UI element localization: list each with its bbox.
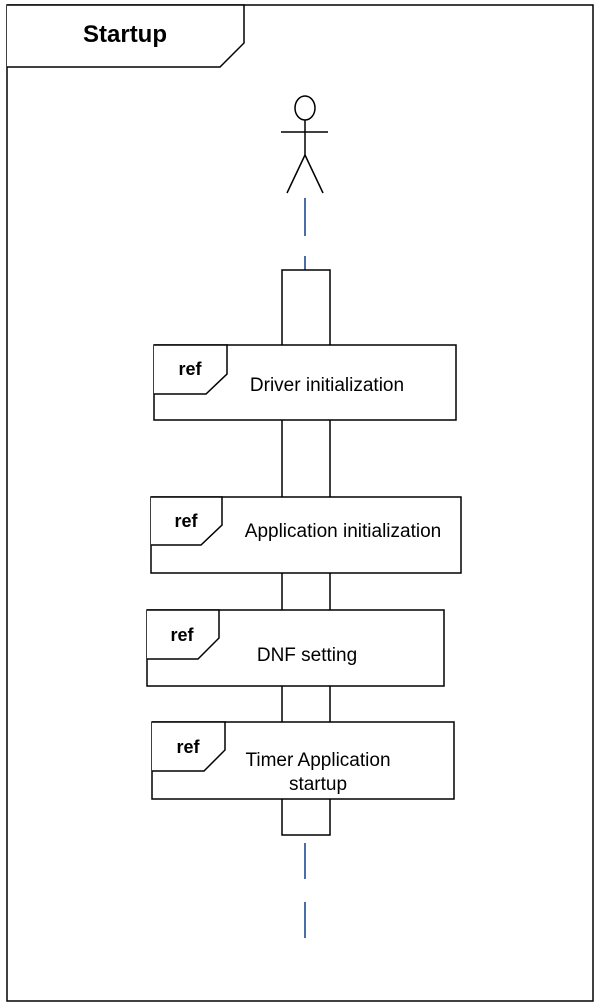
ref-tag: ref (170, 625, 194, 645)
ref-tag: ref (178, 359, 202, 379)
ref-frame-dnf-setting: ref DNF setting (146, 609, 445, 687)
ref-label: Driver initialization (250, 375, 404, 396)
ref-label: startup (289, 774, 347, 795)
ref-label: Application initialization (245, 521, 441, 542)
ref-label: DNF setting (257, 645, 357, 666)
frame-title: Startup (83, 21, 167, 48)
ref-label: Timer Application (245, 750, 390, 771)
actor-icon (281, 95, 328, 194)
ref-frame-driver-initialization: ref Driver initialization (153, 344, 457, 421)
ref-frame-application-initialization: ref Application initialization (150, 496, 462, 574)
ref-frame-timer-application-startup: ref Timer Application startup (151, 721, 455, 800)
ref-tag: ref (176, 737, 200, 757)
ref-tag: ref (174, 511, 198, 531)
frame-title-tab (7, 4, 245, 68)
